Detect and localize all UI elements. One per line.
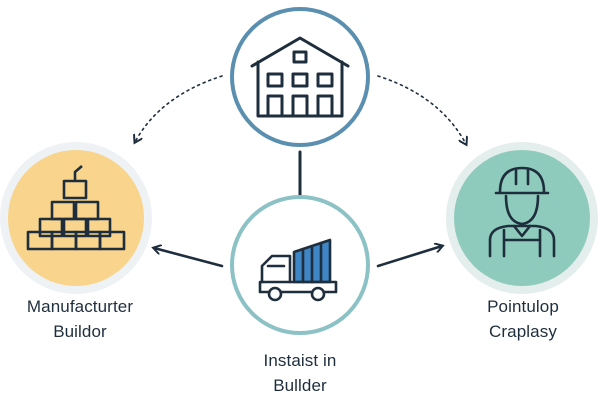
warehouse-icon [250,36,350,118]
connectors [135,75,466,268]
logistics-label-line2: Bullder [273,376,327,395]
builder-node [446,142,598,294]
logistics-label: Instaist in Bullder [220,348,380,398]
construction-worker-icon [488,166,556,258]
warehouse-node [230,7,370,147]
manufacturer-label-line1: Manufacturter [26,297,134,316]
dotted-arrow-top-to-left [135,75,223,142]
dotted-arrow-top-to-right [377,75,466,144]
builder-label-line1: Pointulop [487,297,559,316]
manufacturer-node [0,142,152,294]
arrow-center-to-left [154,248,224,268]
delivery-truck-icon [258,238,338,302]
builder-label: Pointulop Craplasy [448,294,598,344]
arrow-center-to-right [376,246,442,268]
logistics-node [230,195,370,335]
logistics-label-line1: Instaist in [263,351,337,370]
manufacturer-label-line2: Buildor [53,322,107,341]
builder-label-line2: Craplasy [489,322,557,341]
manufacturer-label: Manufacturter Buildor [0,294,160,344]
stacked-boxes-icon [26,165,126,251]
